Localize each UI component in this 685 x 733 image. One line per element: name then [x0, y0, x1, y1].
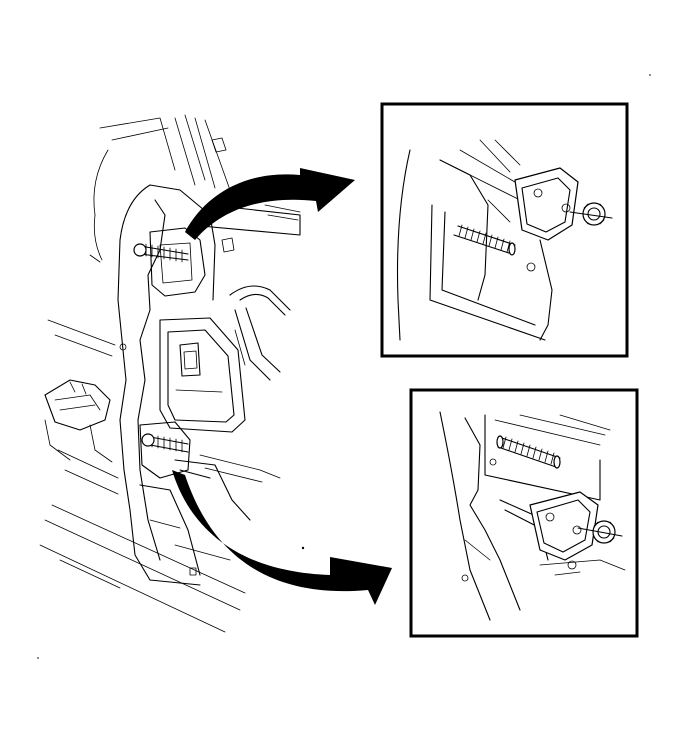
upper-hinge-mount — [133, 227, 206, 297]
upper-bolt-stud — [453, 224, 516, 256]
lower-flange-nut — [577, 520, 623, 544]
inner-door-panel — [159, 317, 246, 433]
door-frame-right — [189, 204, 301, 381]
lower-hinge-mount — [139, 421, 191, 479]
lower-callout-arrow — [172, 470, 392, 605]
left-bracket-detail — [44, 379, 113, 463]
floor-sill-lines — [39, 319, 246, 633]
lower-rocker — [119, 343, 281, 576]
upper-detail-callout — [380, 102, 629, 358]
upper-flange-nut — [569, 202, 613, 226]
lower-bolt-stud — [496, 435, 561, 469]
upper-callout-arrow — [185, 168, 355, 240]
roof-rail-lines — [89, 114, 231, 263]
lower-detail-callout — [409, 388, 639, 638]
